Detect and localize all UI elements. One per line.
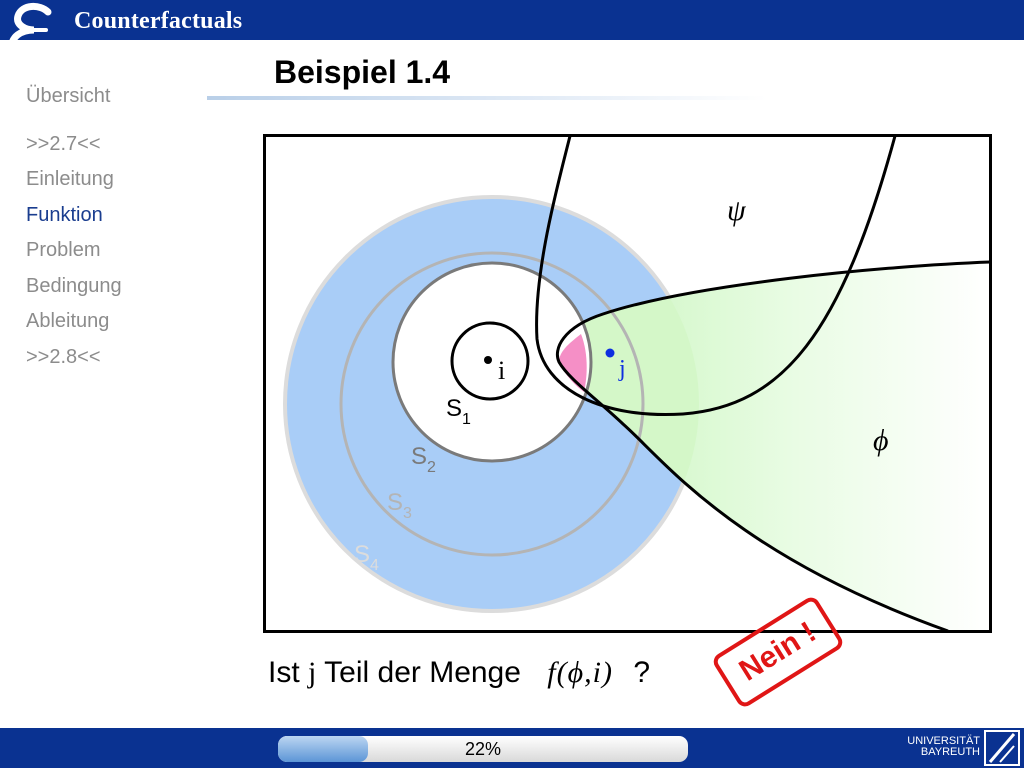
question-middle: Teil der Menge (324, 656, 521, 689)
world-j-label: j (618, 356, 626, 382)
university-line-2: BAYREUTH (920, 746, 980, 758)
university-emblem-icon (984, 730, 1020, 766)
progress-bar[interactable]: 22% (278, 736, 688, 762)
phi-label: ϕ (873, 424, 889, 457)
header-bar: Counterfactuals (0, 0, 1024, 66)
sphere-1-label: S1 (446, 395, 471, 428)
sidebar-item-ableitung[interactable]: Ableitung (26, 310, 110, 332)
title-underline (207, 96, 767, 100)
sphere-diagram: i j ψ ϕ S1 S2 S3 S4 (263, 134, 992, 633)
sidebar-item-funktion[interactable]: Funktion (26, 203, 103, 226)
sidebar-item-section-2-7[interactable]: >>2.7<< (26, 132, 101, 155)
sphere-4-label: S4 (354, 541, 379, 574)
world-j-dot (605, 348, 615, 358)
university-line-1: UNIVERSITÄT (907, 735, 980, 747)
calligraphic-e-icon (8, 3, 52, 66)
progress-label: 22% (464, 739, 502, 759)
question-text: Ist j Teil der Menge f(ϕ,i) ? (268, 656, 650, 690)
question-prefix: Ist (268, 656, 300, 689)
psi-label: ψ (727, 194, 747, 227)
sphere-3-circle (339, 251, 645, 557)
psi-left-boundary (535, 135, 897, 417)
progress-fill (278, 736, 369, 762)
world-i-label: i (498, 356, 505, 385)
overlap-highlight (559, 334, 587, 392)
app-title: Counterfactuals (74, 8, 243, 34)
figure-frame (263, 134, 992, 633)
question-suffix: ? (633, 656, 650, 689)
sidebar-item-uebersicht[interactable]: Übersicht (26, 85, 111, 107)
question-formula: f(ϕ,i) (547, 656, 613, 689)
sidebar-item-problem[interactable]: Problem (26, 239, 101, 261)
sidebar-item-einleitung[interactable]: Einleitung (26, 168, 114, 190)
slide-title: Beispiel 1.4 (274, 54, 451, 90)
question-j: j (308, 656, 317, 689)
sidebar-item-bedingung[interactable]: Bedingung (26, 274, 122, 297)
university-name: UNIVERSITÄT BAYREUTH (906, 736, 980, 758)
sphere-3-label: S3 (387, 489, 412, 522)
sphere-2-label: S2 (411, 443, 436, 476)
world-i-dot (484, 356, 492, 364)
sidebar-item-section-2-8[interactable]: >>2.8<< (26, 345, 101, 368)
sidebar-nav: Übersicht >>2.7<< Einleitung Funktion Pr… (26, 84, 196, 380)
phi-boundary (556, 260, 991, 633)
